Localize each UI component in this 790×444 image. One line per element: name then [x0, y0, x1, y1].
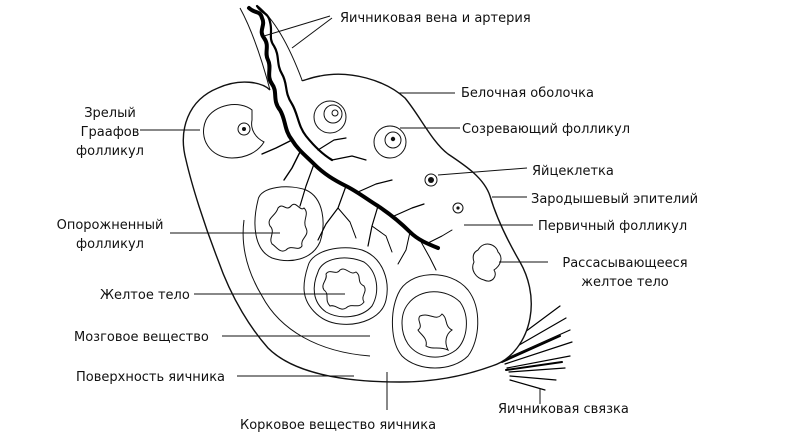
label-ovarian-ligament: Яичниковая связка [498, 402, 629, 417]
cortex-boundary [242, 219, 371, 357]
label-mature-graafian-2: Граафов [81, 125, 140, 140]
label-medulla: Мозговое вещество [74, 330, 209, 345]
oocyte [424, 173, 438, 187]
label-mature-graafian-1: Зрелый [84, 106, 136, 121]
label-maturing-follicle: Созревающий фолликул [462, 122, 630, 137]
developing-follicle-1 [313, 100, 347, 134]
label-oocyte: Яйцеклетка [532, 164, 614, 179]
label-empty-follicle-1: Опорожненный [57, 218, 164, 233]
label-germinal-epithelium: Зародышевый эпителий [531, 192, 698, 207]
label-regressing-corpus-luteum-1: Рассасывающееся [562, 256, 687, 271]
leader-lines [140, 15, 548, 410]
blood-vessels [247, 4, 453, 271]
large-follicle-body [391, 274, 479, 369]
label-ovary-surface: Поверхность яичника [76, 370, 225, 385]
label-ovarian-vein-artery: Яичниковая вена и артерия [340, 11, 531, 26]
label-primary-follicle: Первичный фолликул [538, 219, 687, 234]
label-empty-follicle-2: фолликул [76, 237, 144, 252]
maturing-follicle [373, 125, 407, 159]
corpus-luteum [303, 247, 388, 325]
label-mature-graafian-3: фолликул [76, 144, 144, 159]
primary-follicle [452, 202, 464, 214]
label-ovarian-cortex: Корковое вещество яичника [240, 418, 436, 433]
label-regressing-corpus-luteum-2: желтое тело [581, 275, 669, 290]
mature-graafian-follicle [203, 104, 265, 159]
label-tunica-albuginea: Белочная оболочка [461, 86, 594, 101]
label-corpus-luteum: Желтое тело [100, 288, 190, 303]
vascular-stalk [239, 5, 303, 91]
empty-follicle [254, 186, 324, 262]
regressing-corpus-luteum [472, 243, 502, 282]
